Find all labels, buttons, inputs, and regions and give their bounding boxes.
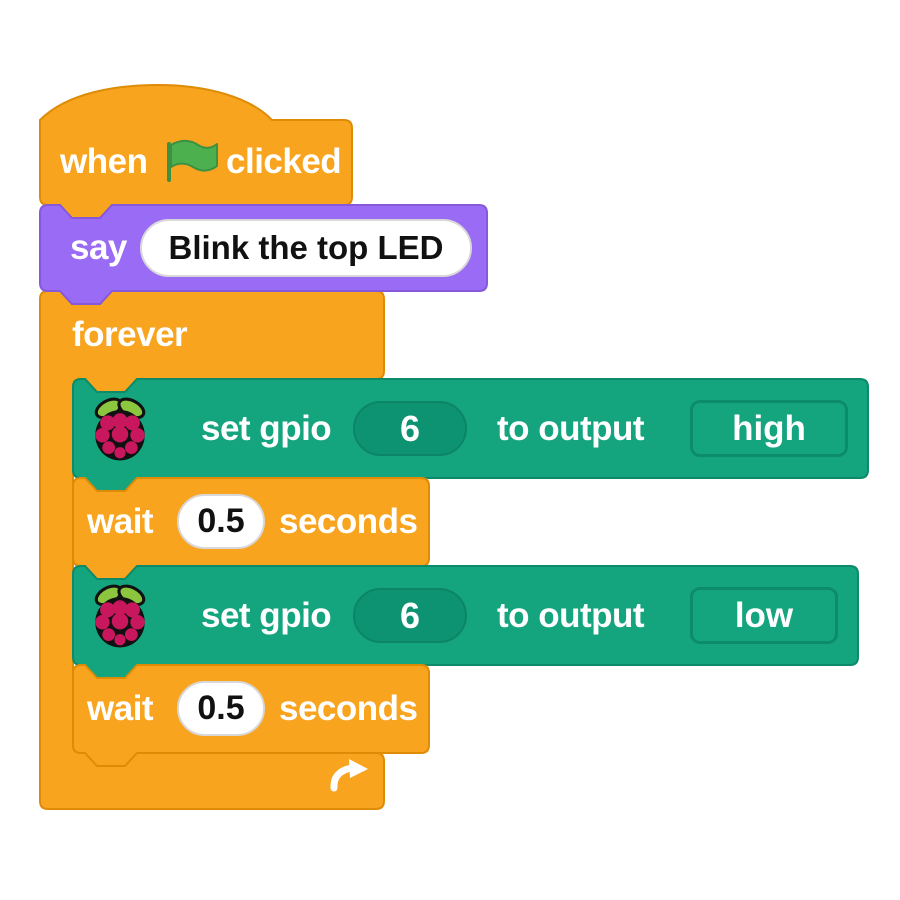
loop-arrow-icon: [330, 759, 368, 792]
when-flag-clicked-block[interactable]: when clicked: [39, 83, 353, 219]
wait-duration-input[interactable]: 0.5: [177, 681, 265, 736]
forever-block[interactable]: forever: [39, 290, 385, 810]
say-label: say: [70, 228, 127, 267]
seconds-label: seconds: [279, 502, 418, 541]
to-output-label: to output: [497, 595, 645, 635]
forever-label: forever: [72, 315, 188, 354]
wait-label: wait: [87, 689, 154, 728]
to-output-label: to output: [497, 408, 645, 448]
raspberry-pi-icon: [94, 397, 146, 461]
wait-duration-input[interactable]: 0.5: [177, 494, 265, 549]
set-gpio-label: set gpio: [201, 595, 332, 635]
wait-block-1[interactable]: wait 0.5 seconds: [72, 477, 430, 580]
set-gpio-high-block[interactable]: set gpio 6 to output high: [72, 378, 869, 492]
set-gpio-low-block[interactable]: set gpio 6 to output low: [72, 565, 859, 679]
gpio-pin-input[interactable]: 6: [353, 401, 467, 456]
green-flag-icon: [167, 139, 218, 182]
clicked-label: clicked: [226, 142, 342, 181]
wait-label: wait: [87, 502, 154, 541]
say-message-input[interactable]: Blink the top LED: [140, 219, 472, 277]
gpio-pin-input[interactable]: 6: [353, 588, 467, 643]
wait-block-2[interactable]: wait 0.5 seconds: [72, 664, 430, 767]
output-value-dropdown[interactable]: low: [690, 587, 838, 644]
seconds-label: seconds: [279, 689, 418, 728]
set-gpio-label: set gpio: [201, 408, 332, 448]
say-block[interactable]: say Blink the top LED: [39, 204, 488, 305]
when-label: when: [60, 142, 148, 181]
output-value-dropdown[interactable]: high: [690, 400, 848, 457]
raspberry-pi-icon: [94, 584, 146, 648]
set-gpio-high-block-shape: [72, 378, 869, 492]
